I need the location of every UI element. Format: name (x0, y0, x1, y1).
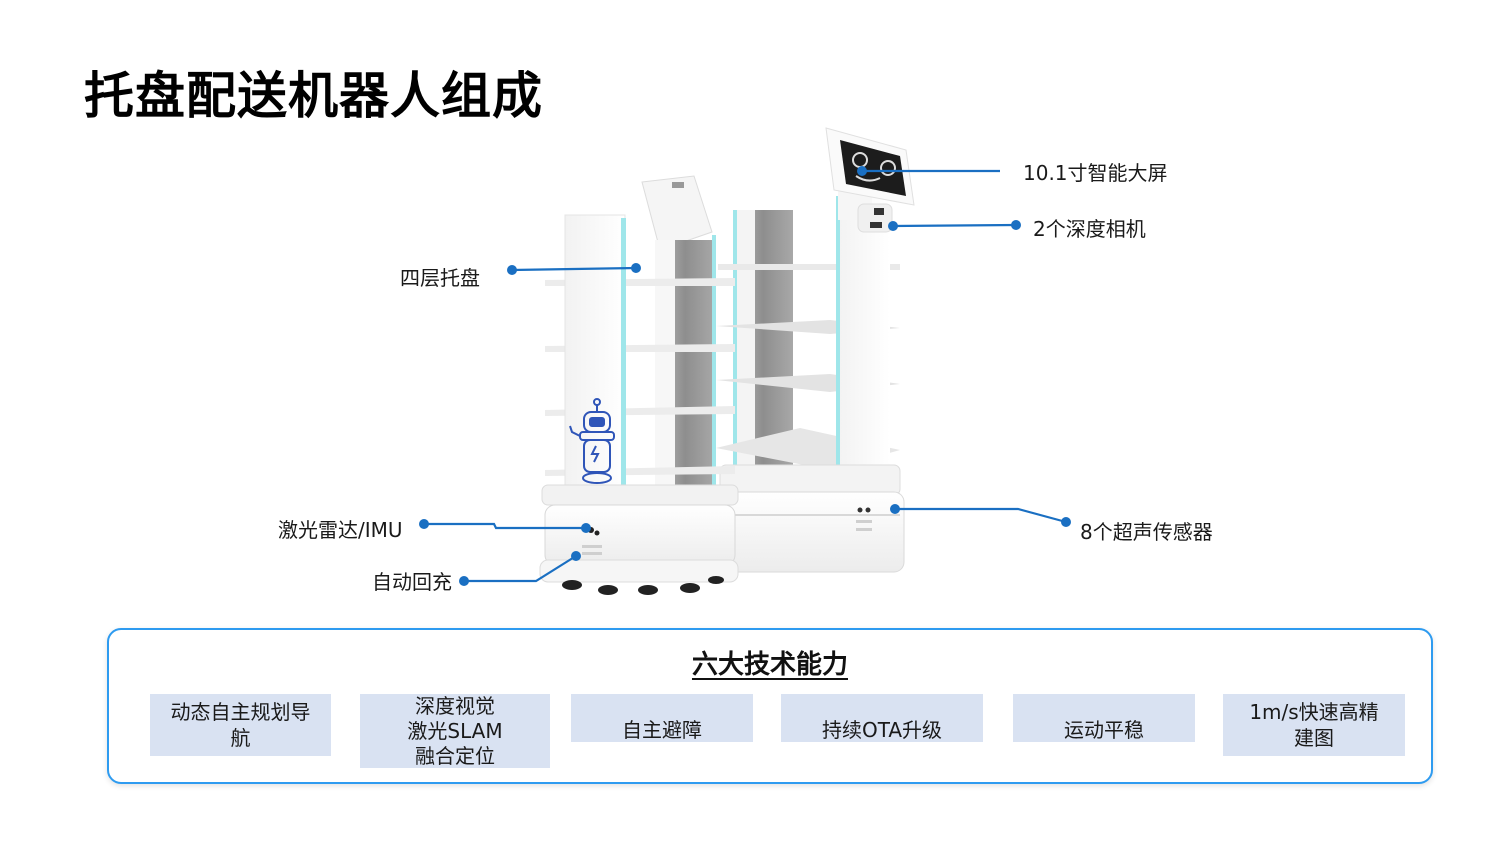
callout-dot (857, 166, 867, 176)
callout-label-depth-camera: 2个深度相机 (1033, 217, 1146, 241)
callout-dot (581, 523, 591, 533)
callout-label-ultrasonic: 8个超声传感器 (1080, 520, 1213, 544)
capability-item: 动态自主规划导 航 (150, 694, 331, 756)
capability-item: 运动平稳 (1013, 694, 1195, 742)
callout-dot (1061, 517, 1071, 527)
callout-dot (419, 519, 429, 529)
callout-label-screen: 10.1寸智能大屏 (1023, 161, 1168, 185)
callout-dot (631, 263, 641, 273)
callout-dot (571, 551, 581, 561)
capability-item: 1m/s快速高精 建图 (1223, 694, 1405, 756)
capability-item: 自主避障 (571, 694, 753, 742)
callout-dot (888, 221, 898, 231)
callout-line-lidar (424, 522, 586, 530)
capability-item: 持续OTA升级 (781, 694, 983, 742)
callout-label-auto-charge: 自动回充 (372, 570, 452, 594)
callout-dot (459, 576, 469, 586)
robot-right (716, 127, 915, 573)
callout-dot (1011, 220, 1021, 230)
callout-line-charge (464, 555, 577, 583)
callout-dot (890, 504, 900, 514)
capability-item: 深度视觉 激光SLAM 融合定位 (360, 694, 550, 768)
capabilities-title: 六大技术能力 (691, 650, 848, 680)
callout-line-trays (511, 266, 637, 272)
callout-label-trays: 四层托盘 (400, 266, 480, 290)
capabilities-panel: 六大技术能力 动态自主规划导 航 深度视觉 激光SLAM 融合定位 自主避障 持… (107, 628, 1433, 784)
callout-line-ultrasonic (895, 507, 1067, 524)
callout-label-lidar-imu: 激光雷达/IMU (278, 518, 403, 542)
robot-left (539, 175, 739, 595)
page-title: 托盘配送机器人组成 (84, 67, 543, 125)
callout-line-camera (892, 223, 1017, 228)
callout-dot (507, 265, 517, 275)
